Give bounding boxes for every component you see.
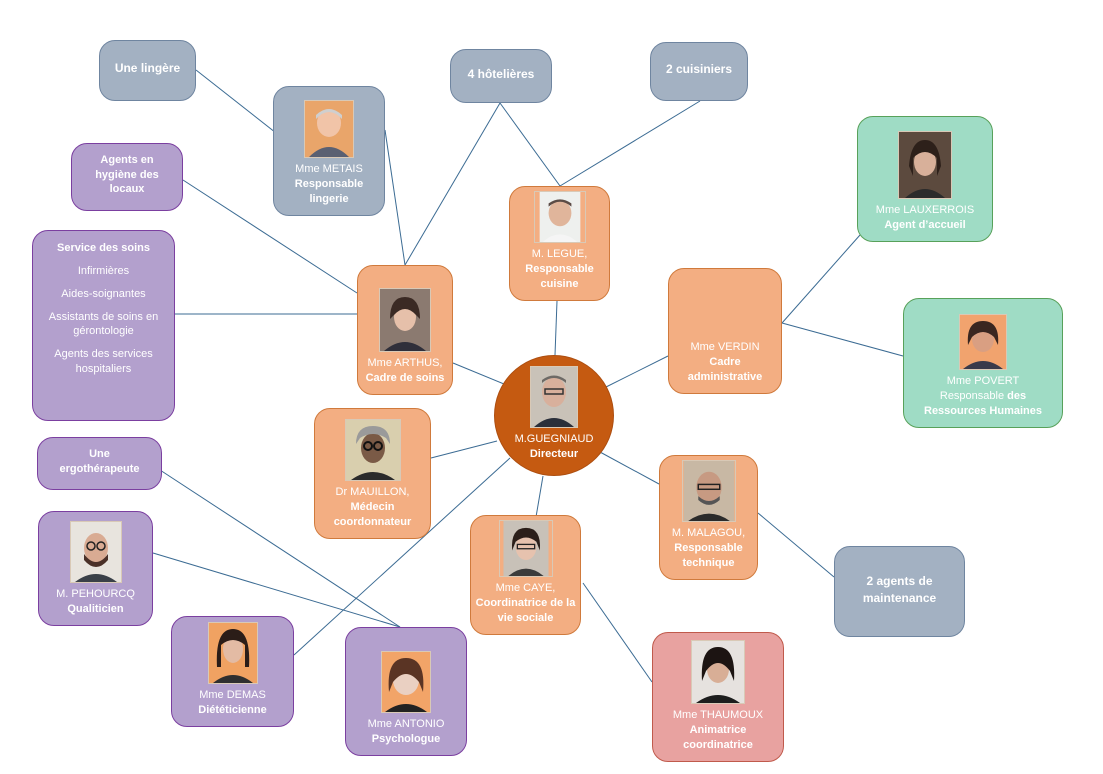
node-pehourcq: M. PEHOURCQ Qualiticien [38, 511, 153, 626]
node-thaumoux: Mme THAUMOUX Animatrice coordinatrice [652, 632, 784, 762]
lauxerrois-role: Agent d’accueil [884, 219, 966, 232]
node-lauxerrois: Mme LAUXERROIS Agent d’accueil [857, 116, 993, 242]
portrait-photo-icon [379, 288, 431, 353]
malagou-name: M. MALAGOU, [671, 527, 746, 540]
link-metais-arthus [384, 129, 406, 266]
cuisiniers-label: 2 cuisiniers [665, 62, 733, 77]
link-maintenance-malagou [757, 512, 835, 578]
link-arthus-director [452, 362, 505, 385]
mauillon-name: Dr MAUILLON, [335, 486, 410, 499]
director-name: M.GUEGNIAUD [514, 432, 594, 445]
node-director: M.GUEGNIAUD Directeur [494, 355, 614, 476]
node-antonio: Mme ANTONIO Psychologue [345, 627, 467, 756]
legue-name: M. LEGUE, [531, 248, 588, 261]
node-povert: Mme POVERT Responsable des Ressources Hu… [903, 298, 1063, 428]
link-verdin-director [605, 355, 669, 388]
link-lingere-metais [195, 69, 286, 141]
portrait-photo-icon [530, 365, 578, 428]
verdin-role: Cadre administrative [687, 356, 763, 384]
arthus-role: Cadre de soins [365, 372, 445, 385]
node-legue: M. LEGUE, Responsable cuisine [509, 186, 610, 301]
link-demas-director [293, 457, 511, 656]
pehourcq-role: Qualiticien [67, 603, 124, 616]
thaumoux-name: Mme THAUMOUX [672, 709, 764, 722]
node-hygiene: Agents en hygiène des locaux [71, 143, 183, 211]
portrait-photo-icon [69, 521, 122, 584]
verdin-name: Mme VERDIN [690, 341, 760, 354]
portrait-photo-icon [691, 640, 745, 705]
antonio-role: Psychologue [371, 733, 441, 746]
lauxerrois-name: Mme LAUXERROIS [875, 204, 975, 217]
portrait-photo-icon [681, 460, 736, 523]
antonio-name: Mme ANTONIO [367, 718, 445, 731]
pehourcq-name: M. PEHOURCQ [56, 588, 135, 601]
povert-role-prefix: Responsable [939, 390, 1005, 403]
lingere-label: Une lingère [114, 61, 181, 76]
node-metais: Mme METAIS Responsable lingerie [273, 86, 385, 216]
caye-role: Coordinatrice de la vie sociale [475, 597, 576, 625]
node-lingere: Une lingère [99, 40, 196, 101]
soins-title: Service des soins [57, 242, 150, 254]
soins-item: Infirmières [77, 264, 130, 277]
portrait-photo-icon [898, 131, 952, 200]
portrait-photo-icon [381, 651, 431, 714]
mauillon-role: Médecin coordonnateur [333, 501, 412, 529]
portrait-photo-icon [533, 191, 586, 244]
node-demas: Mme DEMAS Diététicienne [171, 616, 294, 727]
link-legue-director [554, 300, 558, 356]
link-lauxerrois-verdin [781, 234, 861, 324]
link-pehourcq-antonio [152, 552, 401, 628]
metais-role: Responsable lingerie [294, 178, 364, 206]
soins-item: Assistants de soins en gérontologie [48, 310, 159, 338]
arthus-name: Mme ARTHUS, [367, 357, 443, 370]
link-povert-verdin [781, 322, 904, 357]
portrait-photo-icon [304, 100, 354, 159]
soins-item: Aides-soignantes [61, 287, 146, 300]
thaumoux-role: Animatrice coordinatrice [683, 724, 753, 752]
node-caye: Mme CAYE, Coordinatrice de la vie social… [470, 515, 581, 635]
node-maintenance: 2 agents de maintenance [834, 546, 965, 637]
node-service-soins: Service des soins Infirmières Aides-soig… [32, 230, 175, 421]
legue-role: Responsable cuisine [525, 263, 594, 291]
director-role: Directeur [529, 447, 579, 460]
povert-name: Mme POVERT [946, 375, 1020, 388]
node-hotelieres: 4 hôtelières [450, 49, 552, 103]
link-thaumoux-caye [582, 582, 653, 683]
link-hygiene-arthus [182, 179, 358, 294]
portrait-photo-icon [498, 520, 553, 578]
link-malagou-director [599, 451, 660, 485]
hygiene-label: Agents en hygiène des locaux [95, 153, 159, 196]
povert-role: Responsable des Ressources Humaines [910, 389, 1056, 419]
povert-role-bold: des Ressources Humaines [924, 390, 1042, 418]
demas-role: Diététicienne [198, 704, 267, 717]
node-ergo: Une ergothérapeute [37, 437, 162, 490]
metais-name: Mme METAIS [295, 163, 363, 176]
hotelieres-label: 4 hôtelières [467, 66, 535, 81]
malagou-role: Responsable technique [674, 542, 743, 570]
link-mauillon-director [430, 440, 498, 459]
node-arthus: Mme ARTHUS, Cadre de soins [357, 265, 453, 395]
link-hotelieres-arthus [404, 102, 501, 266]
node-cuisiniers: 2 cuisiniers [650, 42, 748, 101]
node-malagou: M. MALAGOU, Responsable technique [659, 455, 758, 580]
node-mauillon: Dr MAUILLON, Médecin coordonnateur [314, 408, 431, 539]
caye-name: Mme CAYE, [495, 582, 556, 595]
portrait-photo-icon [959, 314, 1007, 371]
portrait-photo-icon [344, 419, 401, 482]
link-ergo-antonio [159, 469, 401, 628]
link-cuisiniers-legue [559, 100, 701, 187]
demas-name: Mme DEMAS [199, 689, 266, 702]
link-hotelieres-legue [499, 102, 561, 187]
soins-item: Agents des services hospitaliers [54, 348, 153, 376]
link-caye-director [535, 475, 544, 518]
maintenance-label: 2 agents de maintenance [862, 574, 937, 605]
ergo-label: Une ergothérapeute [59, 447, 140, 475]
node-verdin: Mme VERDIN Cadre administrative [668, 268, 782, 394]
portrait-photo-icon [207, 622, 258, 685]
